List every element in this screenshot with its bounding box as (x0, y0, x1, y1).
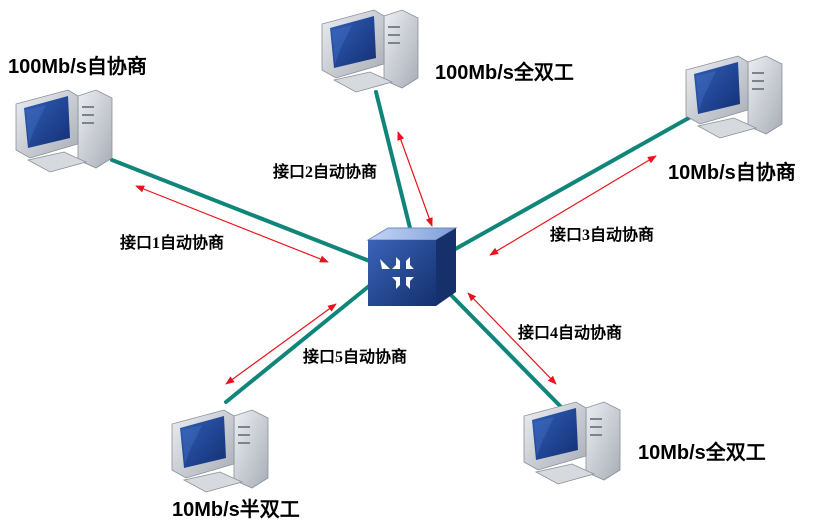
arrow-3 (489, 155, 657, 256)
arrow-2 (397, 131, 433, 227)
arrow-5 (225, 303, 337, 385)
port-label-5: 接口5自动协商 (303, 347, 407, 366)
desktop-computer-icon (685, 55, 783, 139)
pc-label-4: 10Mb/s全双工 (638, 440, 766, 464)
pc-label-1: 100Mb/s自协商 (8, 54, 147, 78)
computers (15, 9, 783, 493)
port-label-4: 接口4自动协商 (518, 323, 622, 342)
arrow-1 (135, 185, 329, 263)
desktop-computer-icon (15, 89, 113, 173)
desktop-computer-icon (171, 409, 269, 493)
link-line-5 (224, 280, 376, 404)
network-switch-icon (366, 227, 458, 306)
pc-label-5: 10Mb/s半双工 (172, 497, 300, 521)
port-label-1: 接口1自动协商 (120, 233, 224, 252)
port-label-2: 接口2自动协商 (273, 162, 377, 181)
negotiation-arrows (135, 131, 657, 385)
desktop-computer-icon (321, 9, 419, 93)
port-label-3: 接口3自动协商 (550, 225, 654, 244)
pc-label-2: 100Mb/s全双工 (435, 60, 574, 84)
desktop-computer-icon (523, 401, 621, 485)
arrow-4 (467, 292, 557, 385)
pc-label-3: 10Mb/s自协商 (668, 160, 796, 184)
link-line-4 (446, 290, 568, 414)
link-line-2 (374, 90, 414, 238)
